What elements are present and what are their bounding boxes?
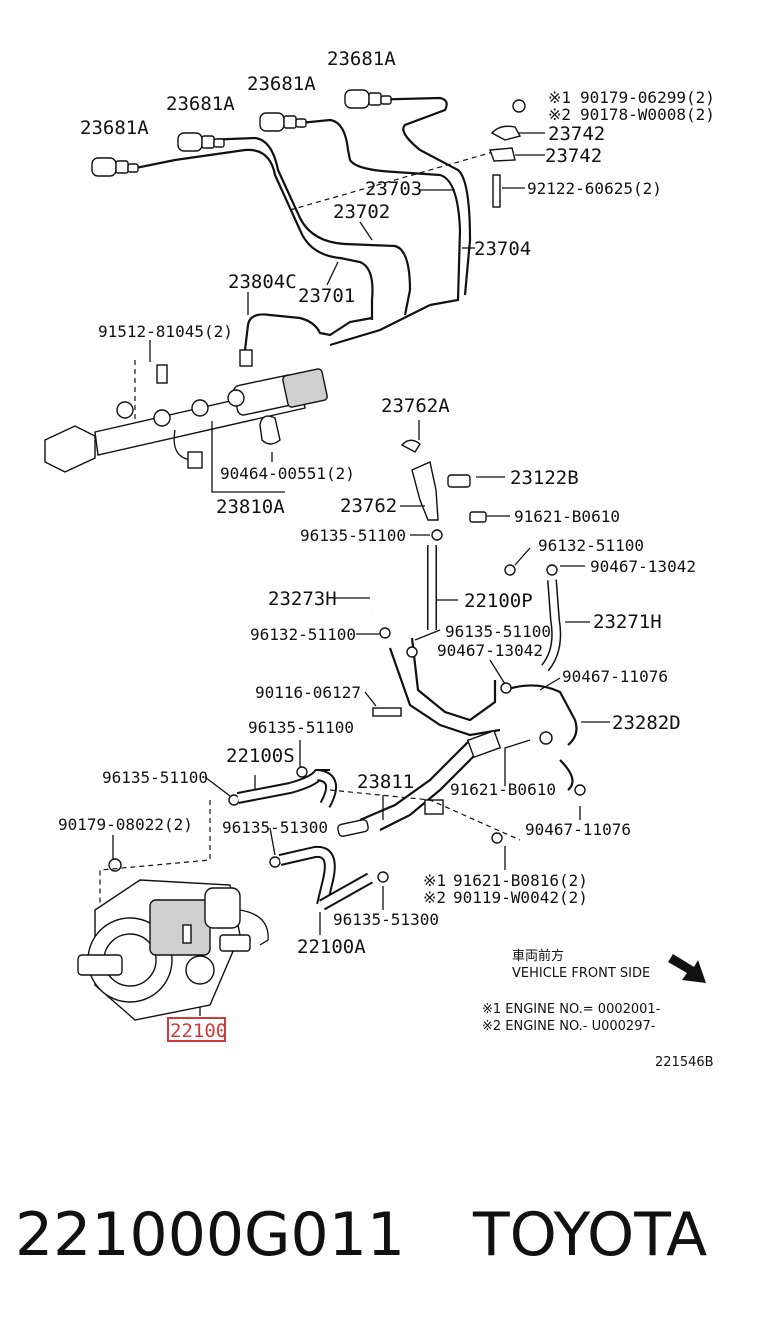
callout-injector-3: 23681A [247, 73, 316, 95]
callout-clamp-b: 23742 [545, 145, 602, 167]
injection-pipes [125, 96, 501, 450]
callout-bolt-91621-a: 91621-B0610 [514, 507, 620, 526]
callout-bracket-23762: 23762 [340, 495, 397, 517]
injector-3-icon [259, 112, 307, 132]
injector-1-icon [91, 157, 139, 177]
callout-hose-23273h: 23273H [268, 588, 337, 610]
engine-note-1: ※1 ENGINE NO.= 0002001- [482, 1002, 661, 1017]
engine-note-2: ※2 ENGINE NO.- U000297- [482, 1019, 656, 1034]
footer-part-number: 221000G011 [15, 1200, 405, 1270]
bracket-icon-2 [466, 729, 502, 759]
callout-clip-90467-b: 90467-13042 [437, 641, 543, 660]
callout-pipe-23804c: 23804C [228, 271, 297, 293]
callout-bolt-91512: 91512-81045(2) [98, 322, 233, 341]
callout-labels: 23681A 23681A 23681A 23681A ※1 90179-062… [58, 48, 715, 1070]
callout-clip-96135-a: 96135-51100 [300, 526, 406, 545]
callout-pump-22100: 22100 [170, 1020, 227, 1042]
leaders-rail [149, 132, 545, 493]
callout-pipe-23702: 23702 [333, 201, 390, 223]
clamp-icon-2 [489, 147, 516, 162]
callout-pipe-23703: 23703 [365, 178, 422, 200]
callout-pipe-23701: 23701 [298, 285, 355, 307]
note-mark-3: ※1 [423, 871, 446, 890]
clamp-icon [490, 125, 522, 141]
clip-icon [400, 439, 421, 453]
common-rail-icon [44, 349, 328, 473]
callout-clamp-90464: 90464-00551(2) [220, 464, 355, 483]
note-part-3: 91621-B0816(2) [453, 871, 588, 890]
brackets-and-hoses [99, 439, 586, 920]
bracket-icon [411, 461, 439, 521]
vehicle-front-en: VEHICLE FRONT SIDE [512, 966, 650, 981]
callout-pipe-23704: 23704 [474, 238, 531, 260]
nut-icon [512, 99, 526, 113]
callout-clamp-a: 23742 [548, 123, 605, 145]
callout-clip-96135-e: 96135-51300 [222, 818, 328, 837]
callout-clip-96132-b: 96132-51100 [250, 625, 356, 644]
vehicle-front-arrow-icon [668, 954, 706, 983]
callout-nut-90179: 90179-08022(2) [58, 815, 193, 834]
callout-injector-2: 23681A [166, 93, 235, 115]
clamp-parts-top-right [489, 99, 526, 208]
injector-4-icon [344, 89, 392, 109]
injector-2-icon [177, 132, 225, 152]
callout-hose-22100p: 22100P [464, 590, 533, 612]
callout-bolt-91621-b: 91621-B0610 [450, 780, 556, 799]
callout-injector-4: 23681A [327, 48, 396, 70]
callout-hose-22100a: 22100A [297, 936, 366, 958]
bolt-icon-2 [469, 511, 487, 523]
callout-clip-90467-c: 90467-11076 [562, 667, 668, 686]
note-part-1: 90179-06299(2) [580, 88, 715, 107]
leaders-middle [112, 420, 610, 1016]
vehicle-front-jp: 車両前方 [512, 948, 564, 964]
callout-pipe-23811: 23811 [357, 771, 414, 793]
callout-rail: 23810A [216, 496, 285, 518]
stud-icon [492, 174, 501, 208]
callout-injector-1: 23681A [80, 117, 149, 139]
supply-pump-icon [77, 879, 269, 1021]
callout-clip-90467-d: 90467-11076 [525, 820, 631, 839]
callout-clip-96135-d: 96135-51100 [102, 768, 208, 787]
callout-clip-90467-a: 90467-13042 [590, 557, 696, 576]
note-part-4: 90119-W0042(2) [453, 888, 588, 907]
hose-clamp-icon [259, 415, 281, 445]
note-mark-1: ※1 [548, 88, 571, 107]
callout-clip-96135-f: 96135-51300 [333, 910, 439, 929]
drawing-id: 221546B [655, 1055, 714, 1070]
callout-hose-22100s: 22100S [226, 745, 295, 767]
highlight-box [167, 1017, 226, 1042]
footer-brand: TOYOTA [472, 1200, 707, 1270]
callout-union-23122b: 23122B [510, 467, 579, 489]
callout-bracket-23762a: 23762A [381, 395, 450, 417]
connector-icon [239, 349, 253, 367]
bolt-icon-3 [372, 707, 402, 717]
callout-clip-96132-a: 96132-51100 [538, 536, 644, 555]
note-mark-2: ※2 [548, 105, 571, 124]
callout-hose-23271h: 23271H [593, 611, 662, 633]
note-part-2: 90178-W0008(2) [580, 105, 715, 124]
callout-pipe-23282d: 23282D [612, 712, 681, 734]
note-mark-4: ※2 [423, 888, 446, 907]
callout-stud: 92122-60625(2) [527, 179, 662, 198]
callout-bolt-90116: 90116-06127 [255, 683, 361, 702]
callout-clip-96135-b: 96135-51100 [445, 622, 551, 641]
injector-connectors [91, 89, 392, 177]
bolt-icon [156, 364, 168, 384]
union-bolt-icon [447, 474, 471, 488]
callout-clip-96135-c: 96135-51100 [248, 718, 354, 737]
